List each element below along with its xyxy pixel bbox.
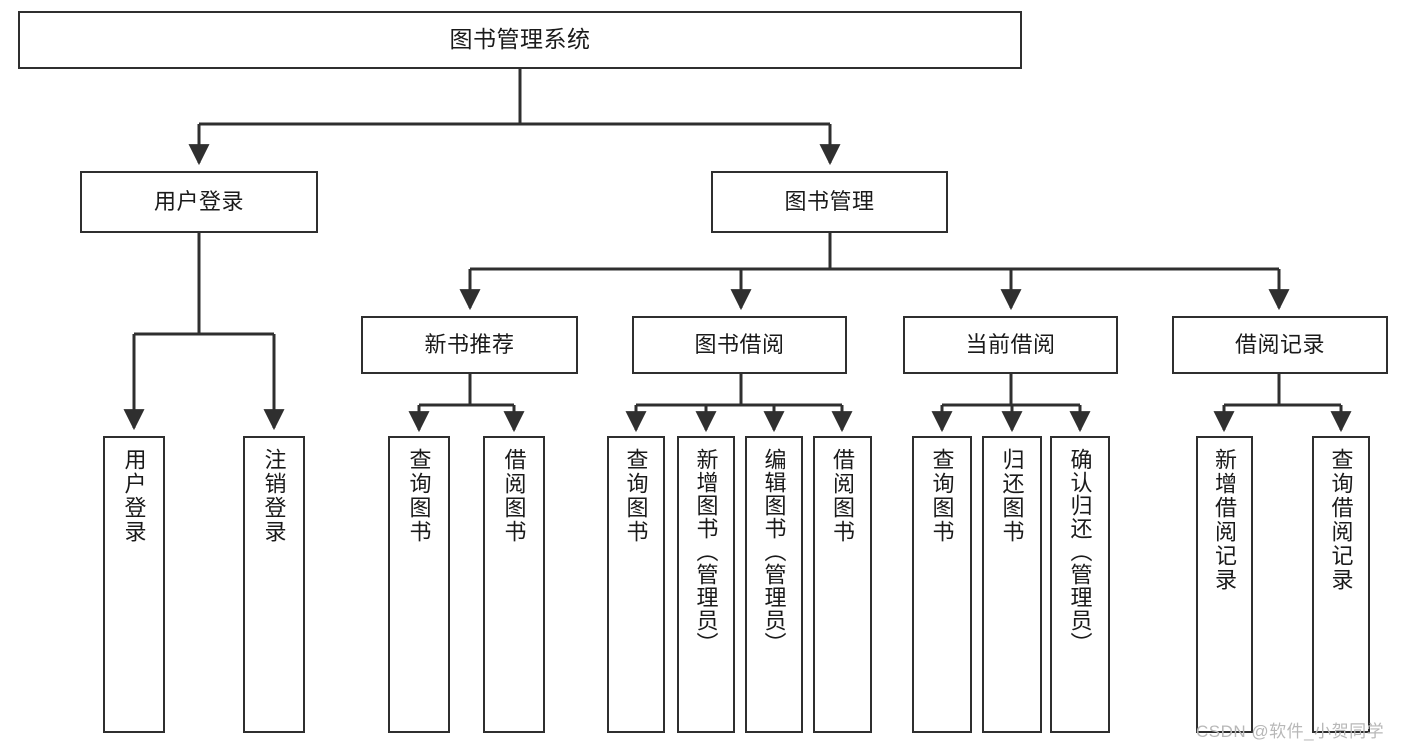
node-book-manage[interactable]: 图书管理	[711, 171, 948, 233]
node-leaf-query-book-1[interactable]: 查询图书	[388, 436, 450, 733]
node-leaf-add-book[interactable]: 新增图书（管理员）	[677, 436, 735, 733]
node-book-borrow-label: 图书借阅	[694, 331, 785, 357]
node-leaf-confirm-return-label: 确认归还（管理员）	[1067, 448, 1093, 655]
node-leaf-confirm-return[interactable]: 确认归还（管理员）	[1050, 436, 1110, 733]
node-leaf-query-book-2-label: 查询图书	[623, 448, 649, 544]
node-borrow-record-label: 借阅记录	[1234, 331, 1325, 357]
node-leaf-query-book-3-label: 查询图书	[929, 448, 955, 544]
node-borrow-record[interactable]: 借阅记录	[1172, 316, 1388, 374]
node-leaf-borrow-book-1-label: 借阅图书	[501, 448, 527, 544]
node-leaf-edit-book[interactable]: 编辑图书（管理员）	[745, 436, 803, 733]
node-leaf-user-login[interactable]: 用户登录	[103, 436, 165, 733]
node-book-borrow[interactable]: 图书借阅	[632, 316, 847, 374]
node-leaf-user-login-label: 用户登录	[121, 448, 147, 544]
node-leaf-borrow-book-2[interactable]: 借阅图书	[813, 436, 872, 733]
node-book-manage-label: 图书管理	[784, 188, 875, 214]
watermark: CSDN @软件_小贺同学	[1196, 722, 1385, 741]
node-current-borrow-label: 当前借阅	[965, 331, 1056, 357]
node-user-login[interactable]: 用户登录	[80, 171, 318, 233]
node-leaf-user-logout-label: 注销登录	[261, 448, 287, 544]
node-leaf-edit-book-label: 编辑图书（管理员）	[761, 448, 787, 655]
node-current-borrow[interactable]: 当前借阅	[903, 316, 1118, 374]
node-leaf-add-record-label: 新增借阅记录	[1212, 448, 1238, 592]
node-new-book-recommend-label: 新书推荐	[424, 331, 515, 357]
node-leaf-query-book-1-label: 查询图书	[406, 448, 432, 544]
node-root-label: 图书管理系统	[449, 26, 591, 53]
node-new-book-recommend[interactable]: 新书推荐	[361, 316, 578, 374]
node-leaf-add-record[interactable]: 新增借阅记录	[1196, 436, 1253, 733]
node-leaf-query-book-3[interactable]: 查询图书	[912, 436, 972, 733]
node-user-login-label: 用户登录	[153, 188, 244, 214]
node-leaf-query-book-2[interactable]: 查询图书	[607, 436, 665, 733]
node-leaf-add-book-label: 新增图书（管理员）	[693, 448, 719, 655]
node-leaf-return-book[interactable]: 归还图书	[982, 436, 1042, 733]
node-leaf-user-logout[interactable]: 注销登录	[243, 436, 305, 733]
node-leaf-borrow-book-2-label: 借阅图书	[830, 448, 856, 544]
node-leaf-query-record[interactable]: 查询借阅记录	[1312, 436, 1370, 733]
node-leaf-return-book-label: 归还图书	[999, 448, 1025, 544]
node-leaf-query-record-label: 查询借阅记录	[1328, 448, 1354, 592]
node-root[interactable]: 图书管理系统	[18, 11, 1022, 69]
node-leaf-borrow-book-1[interactable]: 借阅图书	[483, 436, 545, 733]
